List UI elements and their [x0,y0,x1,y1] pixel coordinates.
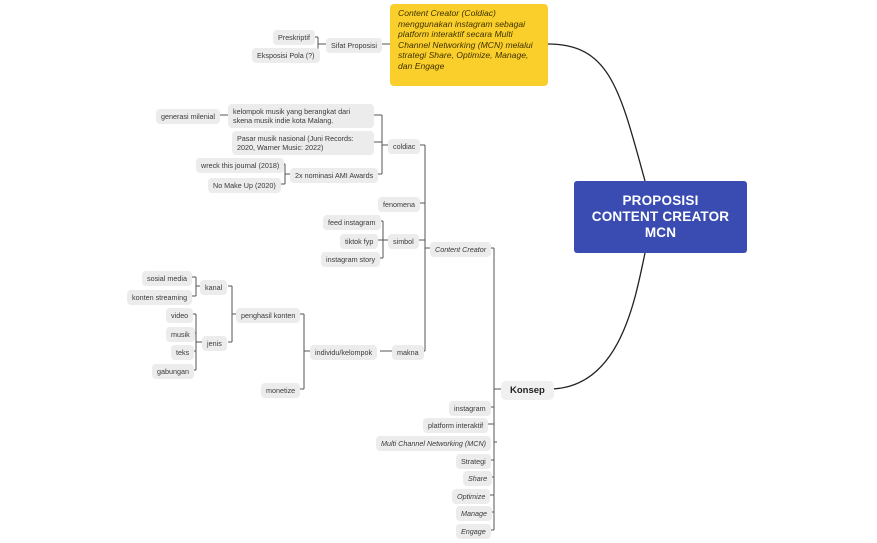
coldiac-node[interactable]: coldiac [388,139,421,154]
proposition-note[interactable]: Content Creator (Coldiac) menggunakan in… [390,4,548,86]
platform-interaktif-node[interactable]: platform interaktif [423,418,489,433]
feed-instagram-node[interactable]: feed instagram [323,215,381,230]
instagram-node[interactable]: instagram [449,401,491,416]
wreck-this-journal-node[interactable]: wreck this journal (2018) [196,158,285,173]
connector-konsep-spine [493,248,501,530]
strategi-node[interactable]: Strategi [456,454,491,469]
manage-node[interactable]: Manage [456,506,492,521]
gabungan-node[interactable]: gabungan [152,364,194,379]
connector-coldiac-branches [374,114,382,175]
mcn-node[interactable]: Multi Channel Networking (MCN) [376,436,492,451]
pasar-musik-node[interactable]: Pasar musik nasional (Juni Records: 2020… [232,131,374,155]
connector-root-note [547,43,646,182]
connector-sifat-items [313,36,326,55]
share-node[interactable]: Share [463,471,493,486]
no-make-up-node[interactable]: No Make Up (2020) [208,178,281,193]
connector-individu [300,313,310,390]
kelompok-musik-node[interactable]: kelompok musik yang berangkat dari skena… [228,104,374,128]
engage-node[interactable]: Engage [456,524,491,539]
connector-root-konsep [548,252,646,390]
monetize-node[interactable]: monetize [261,383,301,398]
connector-penghasil [228,285,236,343]
penghasil-konten-node[interactable]: penghasil konten [236,308,301,323]
musik-node[interactable]: musik [166,327,195,342]
optimize-node[interactable]: Optimize [452,489,491,504]
tiktok-fyp-node[interactable]: tiktok fyp [340,234,379,249]
eksposisi-pola-node[interactable]: Eksposisi Pola (?) [252,48,320,63]
fenomena-node[interactable]: fenomena [378,197,420,212]
kanal-node[interactable]: kanal [200,280,228,295]
teks-node[interactable]: teks [171,345,195,360]
video-node[interactable]: video [166,308,194,323]
root-title: PROPOSISI CONTENT CREATOR MCN [592,193,730,241]
konten-streaming-node[interactable]: konten streaming [127,290,193,305]
root-line-3: MCN [644,225,677,240]
konsep-node[interactable]: Konsep [501,381,554,400]
connector-coldiac [381,115,388,174]
nominasi-ami-node[interactable]: 2x nominasi AMI Awards [290,168,379,183]
simbol-node[interactable]: simbol [388,234,419,249]
connector-cc-spine [424,145,430,351]
content-creator-node[interactable]: Content Creator [430,242,492,257]
root-line-1: PROPOSISI [622,193,699,208]
generasi-milenial-node[interactable]: generasi milenial [156,109,220,124]
connector-kanal [190,276,200,297]
root-line-2: CONTENT CREATOR [591,209,730,224]
makna-node[interactable]: makna [392,345,424,360]
individu-kelompok-node[interactable]: individu/kelompok [310,345,378,360]
root-topic[interactable]: PROPOSISI CONTENT CREATOR MCN [574,181,747,253]
connector-cc-branches [418,144,425,352]
connector-nominasi [279,163,290,185]
sosial-media-node[interactable]: sosial media [142,271,192,286]
sifat-proposisi-node[interactable]: Sifat Proposisi [326,38,382,53]
preskriptif-node[interactable]: Preskriptif [273,30,315,45]
instagram-story-node[interactable]: instagram story [321,252,381,267]
connector-jenis [192,313,202,371]
jenis-node[interactable]: jenis [202,336,227,351]
